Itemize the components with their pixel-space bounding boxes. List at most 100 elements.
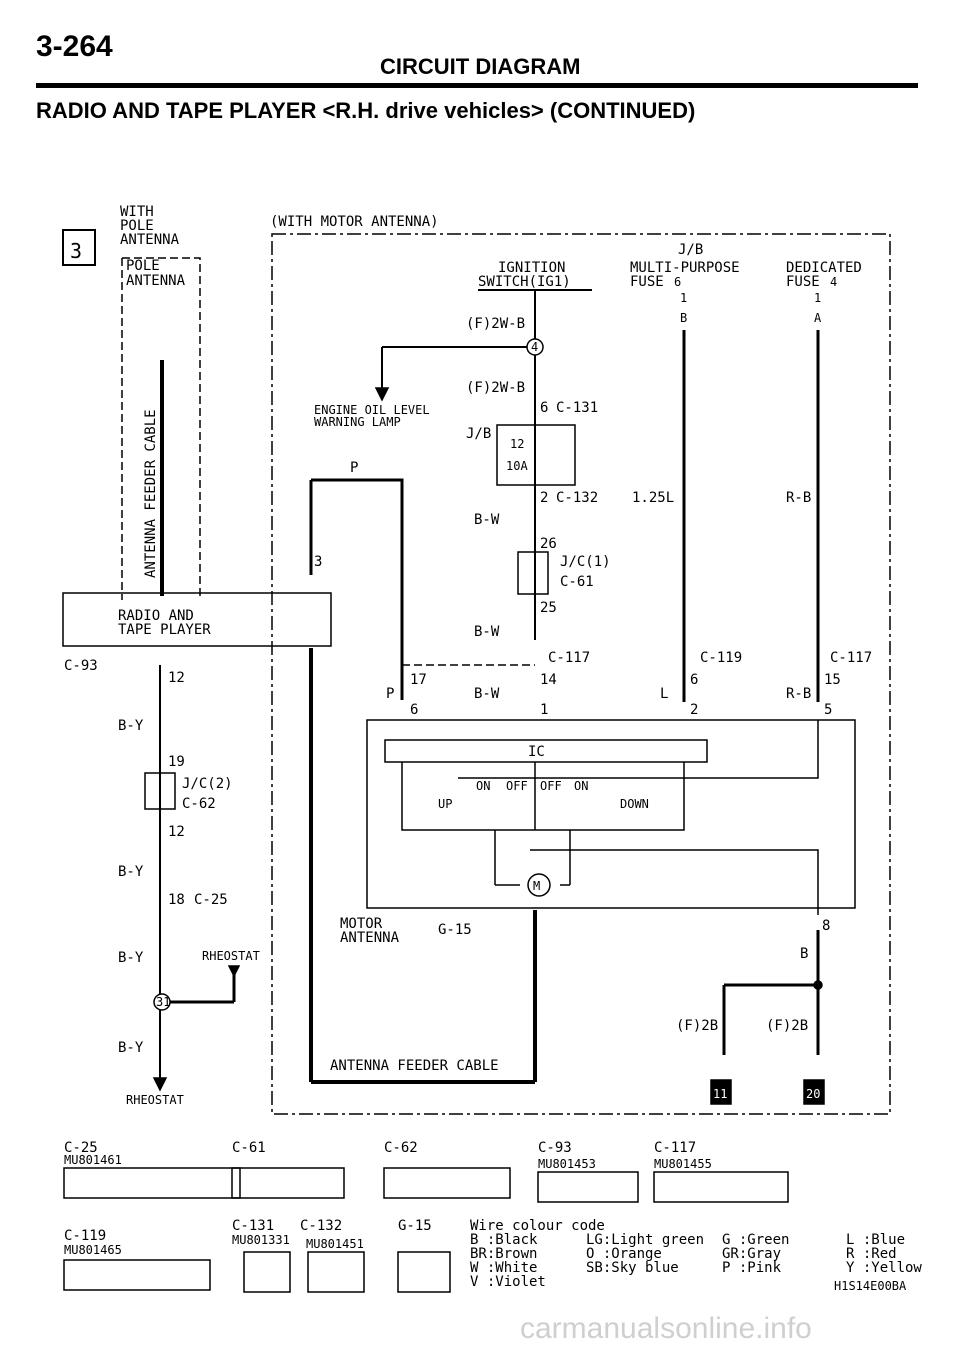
legend-item: Y :Yellow bbox=[846, 1260, 922, 1276]
ded-fuse-number: 4 bbox=[830, 275, 837, 289]
legend-item: B :Black bbox=[470, 1232, 538, 1248]
with-pole-label-3: ANTENNA bbox=[120, 232, 180, 248]
wire-color-label: B-Y bbox=[118, 718, 144, 734]
ic-label: IC bbox=[528, 744, 545, 760]
legend-item: GR:Gray bbox=[722, 1246, 781, 1262]
jb-label-2: J/B bbox=[466, 426, 491, 442]
node-label: 31 bbox=[156, 995, 170, 1009]
pin-label: 5 bbox=[824, 702, 832, 718]
legend-item: G :Green bbox=[722, 1232, 789, 1248]
pin-label: 3 bbox=[314, 554, 322, 570]
junction-connector-label: J/C(2) bbox=[182, 776, 233, 792]
legend-item: V :Violet bbox=[470, 1274, 546, 1290]
wire-color-label: B-W bbox=[474, 512, 500, 528]
wire-color-label: B-W bbox=[474, 624, 500, 640]
part-number: MU801455 bbox=[654, 1157, 712, 1171]
connector-c61: C-61 bbox=[560, 574, 594, 590]
ded-fuse-label-1: DEDICATED bbox=[786, 260, 862, 276]
pole-antenna-label-2: ANTENNA bbox=[126, 273, 186, 289]
engine-oil-label-1: ENGINE OIL LEVEL bbox=[314, 403, 430, 417]
header-rule bbox=[36, 83, 918, 88]
section-title: RADIO AND TAPE PLAYER <R.H. drive vehicl… bbox=[36, 98, 696, 123]
wire-color-label: P bbox=[350, 460, 358, 476]
pin-label: 26 bbox=[540, 536, 557, 552]
connector-c131: C-131 bbox=[556, 400, 598, 416]
fuse-rating: 10A bbox=[506, 459, 528, 473]
connector-label: C-93 bbox=[538, 1140, 572, 1156]
radio-label-2: TAPE PLAYER bbox=[118, 622, 211, 638]
pin-label: 2 bbox=[540, 490, 548, 506]
connector-g15: G-15 bbox=[438, 922, 472, 938]
motor-symbol: M bbox=[533, 879, 540, 893]
pin-label: 6 bbox=[540, 400, 548, 416]
feeder-cable-label-2: ANTENNA FEEDER CABLE bbox=[330, 1058, 499, 1074]
wire-color-label: B-Y bbox=[118, 950, 144, 966]
variant-number: 3 bbox=[70, 239, 82, 263]
wire-color-label: L bbox=[660, 686, 668, 702]
pin-label: 6 bbox=[410, 702, 418, 718]
mp-fuse-label-1: MULTI-PURPOSE bbox=[630, 260, 740, 276]
pin-label: 19 bbox=[168, 754, 185, 770]
connector-c117: C-117 bbox=[548, 650, 590, 666]
mp-fuse-number: 6 bbox=[674, 275, 681, 289]
document-title: CIRCUIT DIAGRAM bbox=[380, 54, 581, 79]
wire-color-label: P bbox=[386, 686, 394, 702]
pin-label: 25 bbox=[540, 600, 557, 616]
connector-label: C-25 bbox=[64, 1140, 98, 1156]
wire-color-label: B-W bbox=[474, 686, 500, 702]
connector-c117: C-117 bbox=[830, 650, 872, 666]
pin-label: 6 bbox=[690, 672, 698, 688]
connector-label: C-61 bbox=[232, 1140, 266, 1156]
switch-label: OFF bbox=[540, 779, 562, 793]
up-label: UP bbox=[438, 797, 452, 811]
pin-label: 8 bbox=[822, 918, 830, 934]
legend-item: P :Pink bbox=[722, 1260, 782, 1276]
legend-item: BR:Brown bbox=[470, 1246, 537, 1262]
with-pole-label-1: WITH bbox=[120, 204, 154, 220]
feeder-cable-label: ANTENNA FEEDER CABLE bbox=[143, 409, 159, 578]
engine-oil-label-2: WARNING LAMP bbox=[314, 415, 401, 429]
ignition-label-2: SWITCH(IG1) bbox=[478, 274, 571, 290]
connector-label: G-15 bbox=[398, 1218, 432, 1234]
part-number: MU801331 bbox=[232, 1233, 290, 1247]
switch-label: ON bbox=[574, 779, 588, 793]
wire-color-label: B-Y bbox=[118, 1040, 144, 1056]
ground-label: 20 bbox=[806, 1087, 820, 1101]
legend-heading: Wire colour code bbox=[470, 1218, 605, 1234]
legend-item: LG:Light green bbox=[586, 1232, 704, 1248]
legend-item: R :Red bbox=[846, 1246, 897, 1262]
wire-color-label: R-B bbox=[786, 490, 811, 506]
down-label: DOWN bbox=[620, 797, 649, 811]
wire-color-label: B-Y bbox=[118, 864, 144, 880]
pin-label: 18 bbox=[168, 892, 185, 908]
legend-item: O :Orange bbox=[586, 1246, 662, 1262]
pin-label: 12 bbox=[168, 670, 185, 686]
box-label: 1 bbox=[814, 291, 821, 305]
connector-label: C-117 bbox=[654, 1140, 696, 1156]
switch-label: OFF bbox=[506, 779, 528, 793]
wire-color-label: R-B bbox=[786, 686, 811, 702]
harness-label: (F)2B bbox=[766, 1018, 808, 1034]
connector-c132: C-132 bbox=[556, 490, 598, 506]
harness-label: (F)2W-B bbox=[466, 380, 525, 396]
legend-item: W :White bbox=[470, 1260, 537, 1276]
pin-label: 17 bbox=[410, 672, 427, 688]
connector-c25: C-25 bbox=[194, 892, 228, 908]
pin-label: 14 bbox=[540, 672, 557, 688]
page-number: 3-264 bbox=[36, 30, 113, 63]
ignition-label-1: IGNITION bbox=[498, 260, 565, 276]
harness-label: (F)2W-B bbox=[466, 316, 525, 332]
radio-label-1: RADIO AND bbox=[118, 608, 194, 624]
part-number: MU801461 bbox=[64, 1153, 122, 1167]
part-number: MU801453 bbox=[538, 1157, 596, 1171]
pole-antenna-label-1: POLE bbox=[126, 258, 160, 274]
node-label: 4 bbox=[531, 340, 538, 354]
ded-fuse-label-2: FUSE bbox=[786, 274, 820, 290]
connector-label: C-131 bbox=[232, 1218, 274, 1234]
connector-c119: C-119 bbox=[700, 650, 742, 666]
harness-label: (F)2B bbox=[676, 1018, 718, 1034]
wire-color-label: B bbox=[800, 946, 808, 962]
fuse-number: 12 bbox=[510, 437, 524, 451]
junction-connector-label: J/C(1) bbox=[560, 554, 611, 570]
connector-label: C-62 bbox=[384, 1140, 418, 1156]
